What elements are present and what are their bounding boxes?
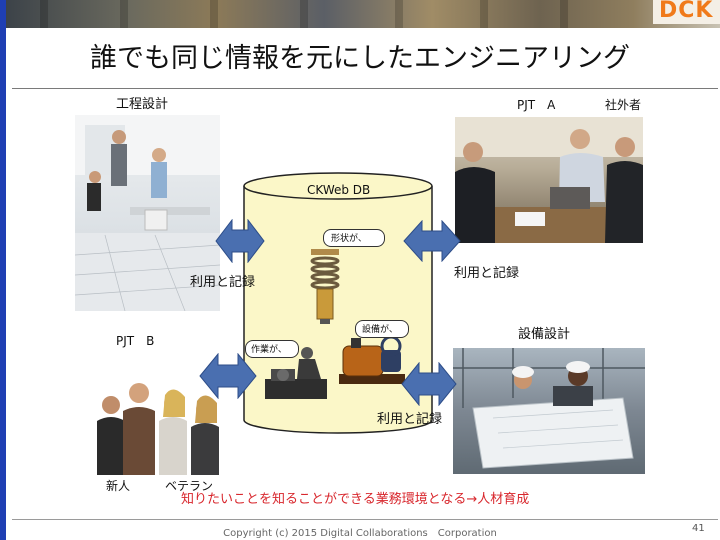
- slide-title: 誰でも同じ情報を元にしたエンジニアリング: [90, 43, 630, 74]
- label-outside-party: 社外者: [605, 98, 642, 112]
- bubble-text-work: 作業が、: [251, 345, 287, 355]
- arrow-db-pjt-a: [403, 220, 461, 262]
- slide-tagline: 知りたいことを知ることができる業務環境となる→人材育成: [181, 492, 530, 507]
- pump-equipment-icon: [339, 335, 405, 384]
- suspension-part-icon: [310, 249, 340, 324]
- label-use-record-left: 利用と記録: [190, 275, 256, 290]
- office-meeting-photo: [75, 115, 220, 311]
- business-meeting-photo: [455, 117, 643, 243]
- page-number: 41: [692, 523, 705, 534]
- arrow-process-db: [215, 219, 265, 263]
- footer-divider: [12, 519, 718, 520]
- engineers-blueprint-photo: [453, 348, 645, 474]
- accent-bar: [0, 0, 6, 540]
- label-facility-design: 設備設計: [518, 327, 571, 342]
- copyright-notice: Copyright (c) 2015 Digital Collaboration…: [223, 528, 497, 539]
- logo-background: [653, 0, 720, 24]
- title-divider: [12, 88, 718, 89]
- label-pjt-b: PJT B: [116, 334, 155, 348]
- db-label: CKWeb DB: [307, 183, 371, 197]
- label-pjt-a: PJT A: [517, 98, 556, 112]
- header-banner-image: [0, 0, 720, 28]
- label-use-record-right: 利用と記録: [454, 266, 520, 281]
- speech-bubble-equipment: [355, 320, 409, 338]
- worker-machine-icon: [265, 347, 327, 399]
- company-logo: DCK: [659, 0, 714, 23]
- speech-bubble-shape: [323, 229, 385, 247]
- bubble-text-shape: 形状が、: [331, 234, 367, 244]
- speech-bubble-work: [245, 340, 299, 358]
- team-members-photo: [93, 373, 230, 475]
- label-use-record-bottom: 利用と記録: [377, 412, 443, 427]
- label-process-design: 工程設計: [116, 97, 169, 112]
- arrow-pjt-b-db: [199, 353, 257, 399]
- label-newcomer: 新人: [106, 479, 131, 493]
- arrow-db-facility: [401, 362, 457, 406]
- label-veteran: ベテラン: [165, 479, 214, 493]
- bubble-text-equipment: 設備が、: [362, 325, 398, 335]
